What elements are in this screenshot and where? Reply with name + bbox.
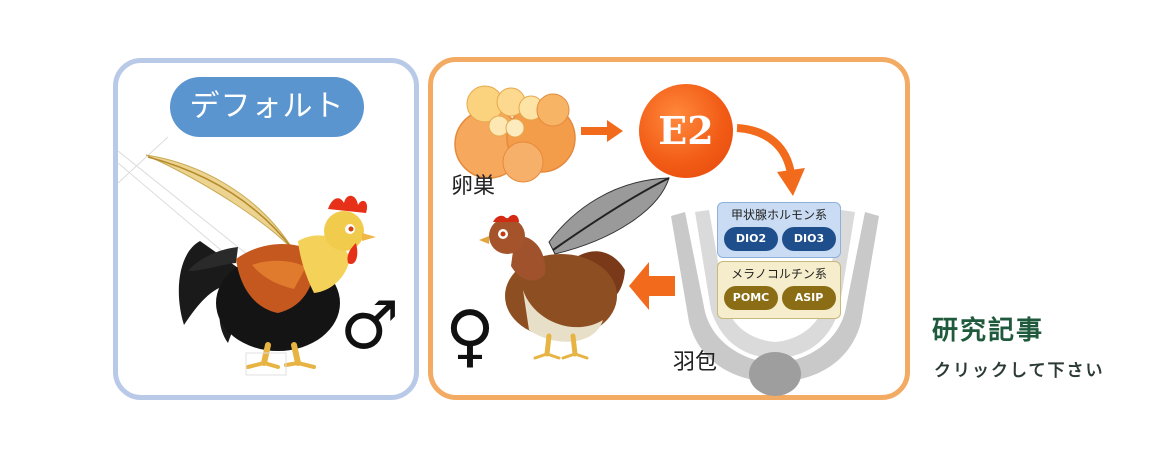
melanocortin-system: メラノコルチン系 POMC ASIP	[717, 261, 841, 319]
gene-asip: ASIP	[782, 286, 836, 310]
thyroid-hormone-system: 甲状腺ホルモン系 DIO2 DIO3	[717, 202, 841, 258]
estrogen-pathway-panel: 卵巣 E2 甲状腺ホルモン系 DIO2 DIO3 メラノコルチン系 POMC A…	[428, 57, 910, 400]
click-prompt-link[interactable]: クリックして下さい	[934, 361, 1105, 381]
ovary-label: 卵巣	[451, 174, 496, 199]
arrow-curve-down-icon	[736, 124, 805, 196]
hackle-feather-icon	[145, 154, 295, 252]
melanocortin-system-title: メラノコルチン系	[731, 267, 827, 281]
arrow-left-icon	[629, 262, 675, 310]
thyroid-system-title: 甲状腺ホルモン系	[730, 208, 827, 222]
male-symbol: ♂	[340, 287, 400, 364]
follicle-label: 羽包	[673, 350, 718, 375]
hen-illustration	[479, 177, 670, 360]
estradiol-badge: E2	[639, 84, 733, 178]
default-badge: デフォルト	[170, 77, 364, 137]
female-symbol: ♀	[445, 297, 495, 376]
gene-dio2: DIO2	[724, 227, 778, 251]
research-article-link[interactable]: 研究記事	[932, 316, 1045, 346]
hen-feather-icon	[548, 177, 670, 255]
default-panel: デフォルト ♂	[113, 58, 419, 400]
gene-dio3: DIO3	[782, 227, 836, 251]
rooster-illustration	[117, 136, 376, 376]
ovary-icon	[454, 85, 576, 183]
gene-pomc: POMC	[724, 286, 778, 310]
arrow-to-e2-icon	[581, 120, 623, 142]
